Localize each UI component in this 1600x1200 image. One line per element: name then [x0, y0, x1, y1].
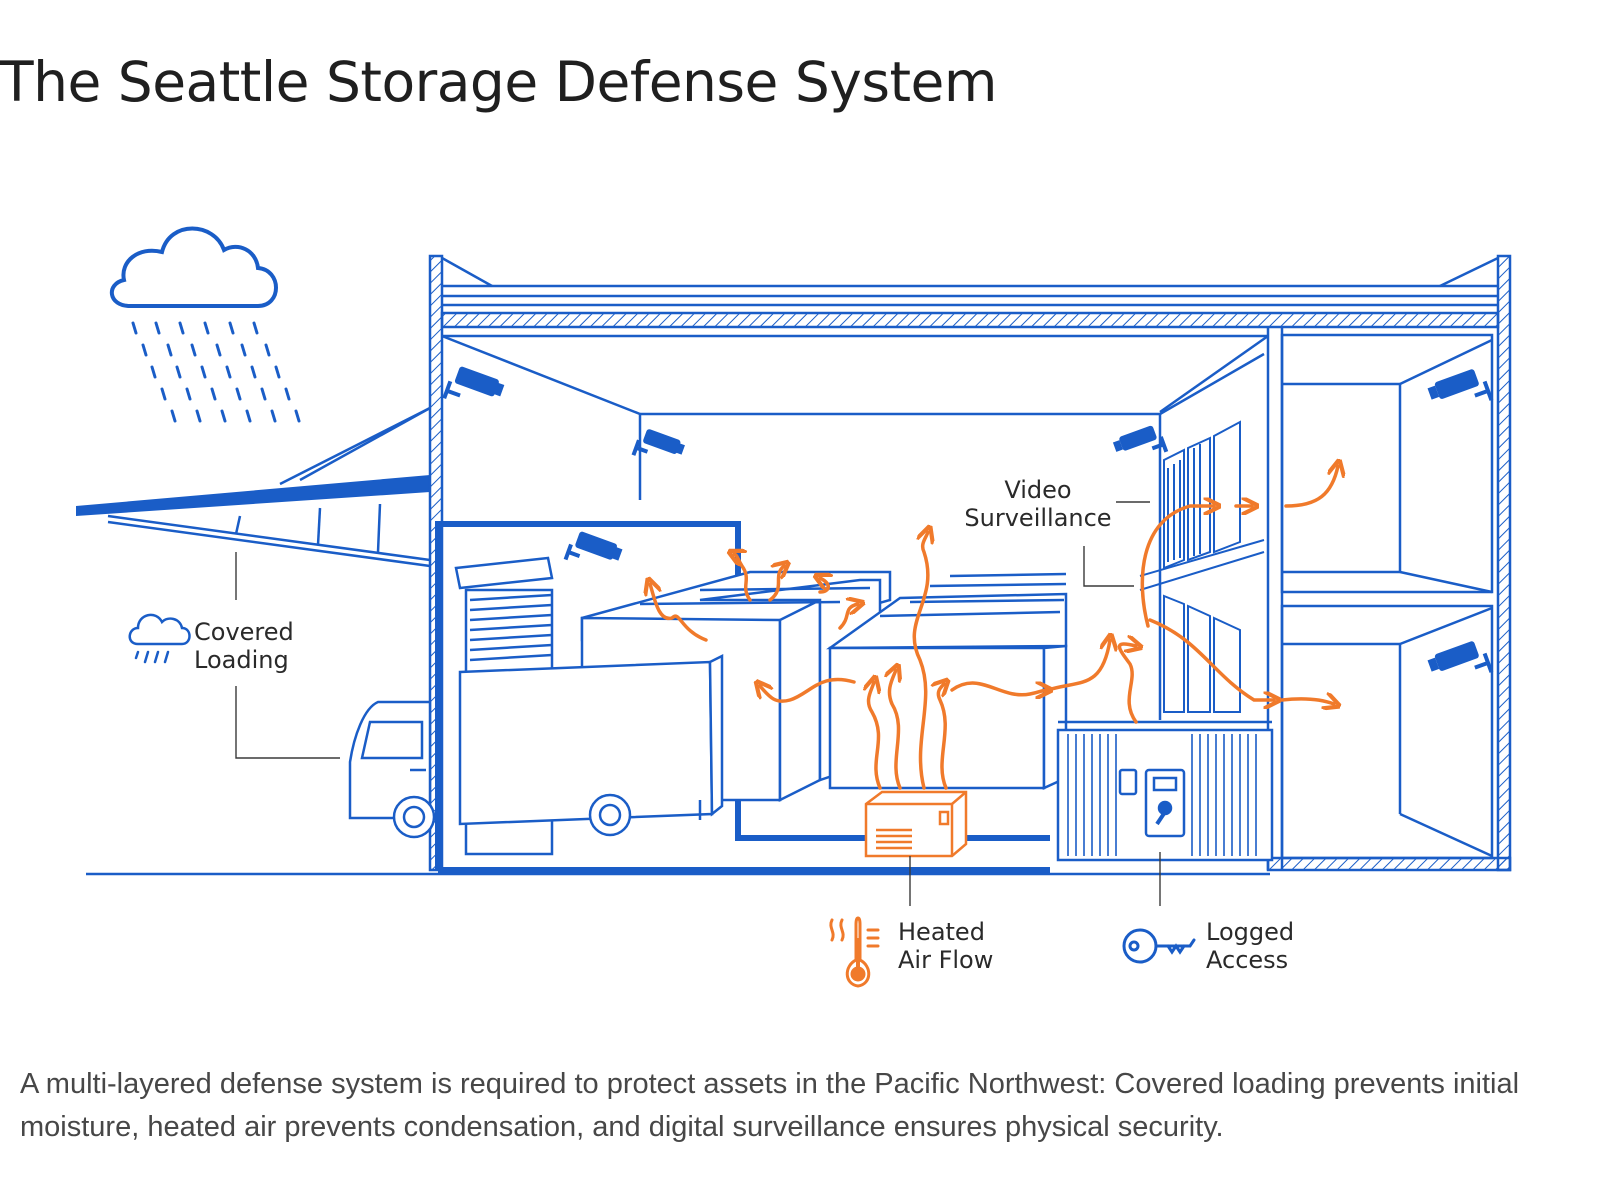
label-video-surveillance: Video Surveillance — [964, 476, 1111, 532]
security-camera-icon — [442, 366, 1494, 673]
svg-text:Access: Access — [1206, 946, 1288, 974]
rain-cloud-small-icon — [128, 613, 191, 664]
svg-text:Heated: Heated — [898, 918, 985, 946]
svg-text:Loading: Loading — [194, 646, 289, 674]
svg-text:Logged: Logged — [1206, 918, 1294, 946]
loading-canopy — [76, 406, 431, 568]
key-icon — [1122, 928, 1196, 964]
svg-text:Covered: Covered — [194, 618, 294, 646]
thermometer-icon — [829, 916, 880, 988]
label-covered-loading: Covered Loading — [194, 618, 294, 674]
svg-text:Air Flow: Air Flow — [898, 946, 993, 974]
label-logged-access: Logged Access — [1206, 918, 1294, 974]
upper-storage-units — [1139, 420, 1265, 713]
svg-text:Surveillance: Surveillance — [964, 504, 1111, 532]
heated-airflow-arrows — [650, 466, 1338, 790]
heater-unit-icon — [864, 790, 968, 858]
keypad-icon — [1118, 768, 1186, 838]
label-heated-air-flow: Heated Air Flow — [898, 918, 993, 974]
svg-text:Video: Video — [1004, 476, 1071, 504]
truck-icon — [348, 653, 724, 839]
roll-up-door-icon — [454, 556, 554, 856]
building-structure — [428, 254, 1512, 872]
callout-lines — [235, 501, 1161, 906]
storage-boxes-center — [826, 572, 1068, 790]
rain-cloud-icon — [110, 226, 301, 423]
page-title: The Seattle Storage Defense System — [0, 50, 997, 114]
heated-zone-outline — [435, 521, 1050, 873]
figure-caption: A multi-layered defense system is requir… — [20, 1068, 1520, 1143]
storage-defense-diagram: Covered Loading Video Surveillance Heate… — [0, 158, 1600, 1038]
